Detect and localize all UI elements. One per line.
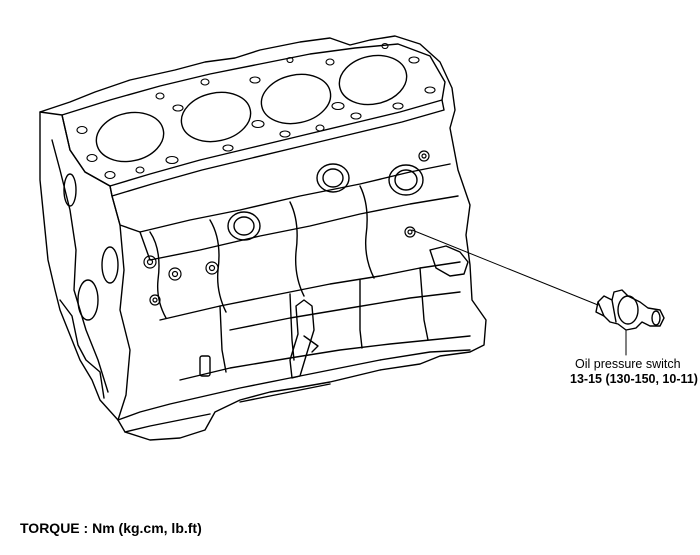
core-plug-1 (228, 212, 260, 240)
skirt-rib-3 (360, 280, 362, 348)
skirt-rib-2 (290, 294, 294, 360)
core-plug-2-inner (323, 169, 343, 187)
oil-pressure-switch-torque: 13-15 (130-150, 10-11) (570, 372, 698, 386)
skirt-rib-1 (220, 306, 226, 372)
bracket-strap (304, 336, 318, 352)
end-face-opening-3 (78, 280, 98, 320)
core-plug-1-inner (234, 217, 254, 235)
skirt-top-edge (160, 262, 460, 320)
side-bolt-bosses (144, 151, 429, 305)
cylinder-bore-4 (335, 49, 411, 110)
skirt-lower-edge (180, 336, 470, 380)
side-bracket (290, 300, 314, 378)
cylinder-bulge-3 (290, 202, 304, 296)
skirt-inner-line (230, 292, 460, 330)
block-outline (40, 36, 486, 440)
end-face (40, 112, 130, 420)
end-face-opening-2 (102, 247, 118, 283)
dipstick-stub (200, 356, 210, 376)
cylinder-bore-3 (257, 68, 335, 130)
cylinder-bulge-1 (150, 232, 166, 318)
oil-pressure-switch-label: Oil pressure switch (575, 357, 681, 371)
oil-pressure-switch-icon (596, 290, 664, 330)
end-face-inner (52, 140, 108, 392)
end-face-opening-1 (64, 174, 76, 206)
side-face-upper (112, 164, 450, 232)
oil-gallery-boss (430, 246, 468, 276)
torque-units-note: TORQUE : Nm (kg.cm, lb.ft) (20, 520, 202, 536)
core-plug-2 (317, 164, 349, 192)
bottom-flange-lower (125, 384, 330, 432)
bottom-flange (118, 350, 470, 420)
skirt-rib-4 (420, 268, 428, 340)
cylinder-bore-2 (177, 86, 255, 148)
side-face-rib-line (140, 196, 458, 260)
cylinder-bore-1 (92, 106, 168, 167)
core-plug-3 (389, 165, 423, 195)
deck-edge (110, 100, 444, 196)
deck-holes (77, 44, 435, 179)
cylinder-bulge-4 (360, 186, 374, 278)
core-plug-3-inner (395, 170, 417, 190)
switch-leader-line (412, 230, 598, 305)
end-face-bracket (60, 300, 104, 398)
